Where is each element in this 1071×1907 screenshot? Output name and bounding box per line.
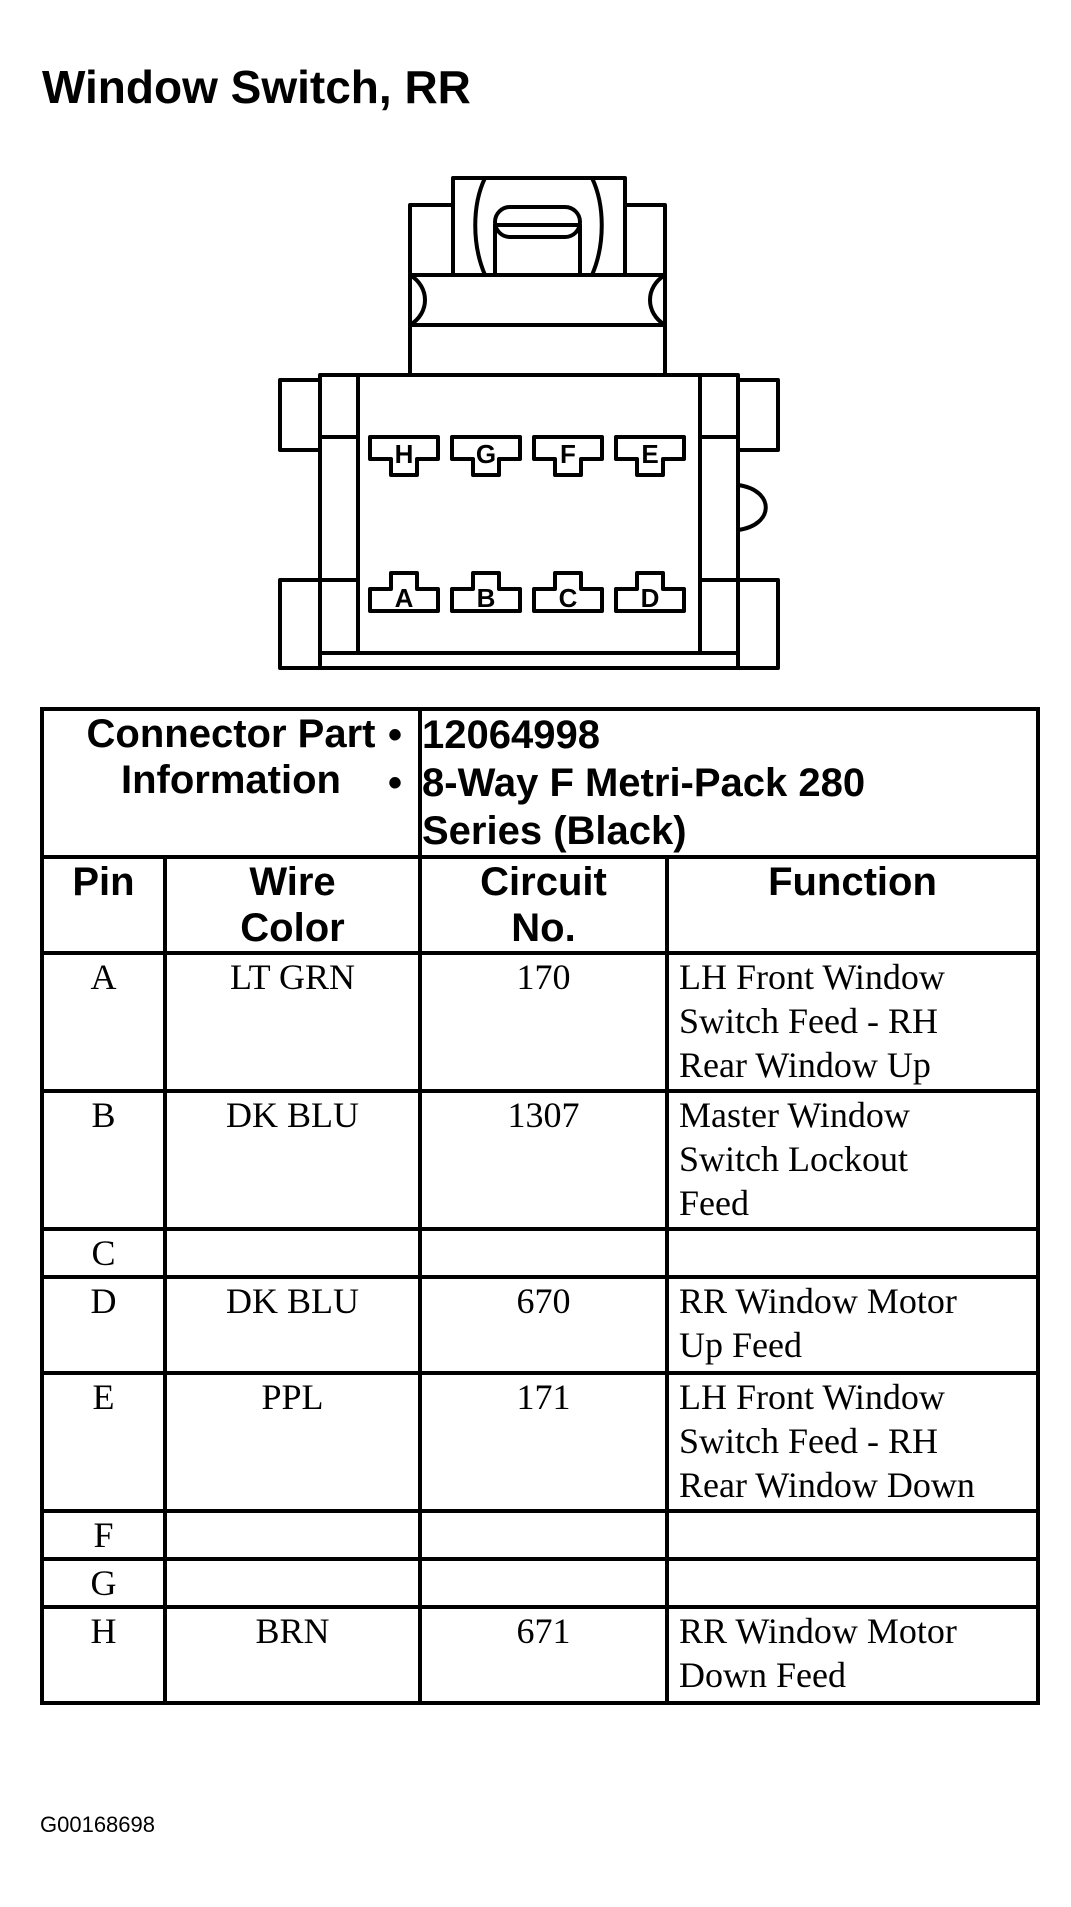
col-header-wire-color: Wire Color <box>163 855 422 955</box>
pin-cell: F <box>40 1509 167 1561</box>
part-info-label-line1: Connector Part <box>86 712 376 756</box>
col-header-pin: Pin <box>40 855 167 955</box>
circuit-cell: 171 <box>418 1371 669 1513</box>
bottom-cavity-row <box>368 571 686 613</box>
wire-color-cell: PPL <box>163 1371 422 1513</box>
part-number: 12064998 <box>388 711 1036 759</box>
function-cell: LH Front Window Switch Feed - RH Rear Wi… <box>665 1371 1040 1513</box>
connector-face-drawing: H G F E A B C D <box>278 176 780 670</box>
keying-notch <box>737 483 768 532</box>
left-upper-ear <box>278 378 322 452</box>
cavity-label-e: E <box>641 439 658 469</box>
col-header-function: Function <box>665 855 1040 955</box>
col-header-circuit-line2: No. <box>511 906 576 950</box>
table-row: G <box>40 1557 1040 1609</box>
part-description-line1: 8-Way F Metri-Pack 280 <box>388 759 1036 807</box>
function-line: Rear Window Up <box>679 1045 931 1085</box>
circuit-cell: 671 <box>418 1605 669 1705</box>
connector-info-table: Connector Part Information 12064998 8-Wa… <box>40 707 1040 1705</box>
function-cell: RR Window Motor Down Feed <box>665 1605 1040 1705</box>
wire-color-cell <box>163 1557 422 1609</box>
left-lower-ear <box>278 578 322 670</box>
function-line: Switch Feed - RH <box>679 1421 938 1461</box>
function-cell: Master Window Switch Lockout Feed <box>665 1089 1040 1231</box>
function-line: Switch Lockout <box>679 1139 908 1179</box>
connector-diagram: H G F E A B C D <box>270 175 810 675</box>
circuit-cell <box>418 1557 669 1609</box>
table-row: B DK BLU 1307 Master Window Switch Locko… <box>40 1089 1040 1231</box>
function-cell: RR Window Motor Up Feed <box>665 1275 1040 1375</box>
col-header-wire-line2: Color <box>240 906 345 950</box>
latch-slot <box>493 205 582 239</box>
pin-cell: E <box>40 1371 167 1513</box>
cavity-label-b: B <box>477 583 496 613</box>
pin-cell: B <box>40 1089 167 1231</box>
table-row: H BRN 671 RR Window Motor Down Feed <box>40 1605 1040 1705</box>
part-info-row: Connector Part Information 12064998 8-Wa… <box>40 707 1040 859</box>
part-info-values: 12064998 8-Way F Metri-Pack 280 Series (… <box>388 707 1040 859</box>
function-line: LH Front Window <box>679 957 945 997</box>
function-line: LH Front Window <box>679 1377 945 1417</box>
pin-cell: G <box>40 1557 167 1609</box>
wire-color-cell <box>163 1227 422 1279</box>
wire-color-cell <box>163 1509 422 1561</box>
pin-cell: C <box>40 1227 167 1279</box>
table-row: F <box>40 1509 1040 1561</box>
col-header-circuit-line1: Circuit <box>480 860 607 904</box>
function-line: Feed <box>679 1183 749 1223</box>
page-title: Window Switch, RR <box>42 61 471 113</box>
right-lower-ear <box>736 578 780 670</box>
col-header-function-text: Function <box>768 860 937 904</box>
wire-color-cell: BRN <box>163 1605 422 1705</box>
wire-color-cell: DK BLU <box>163 1089 422 1231</box>
top-cavity-row <box>368 435 686 477</box>
part-description-line2: Series (Black) <box>422 809 687 853</box>
function-line: RR Window Motor <box>679 1281 957 1321</box>
function-line: Up Feed <box>679 1325 802 1365</box>
cavity-label-g: G <box>476 439 496 469</box>
circuit-cell: 1307 <box>418 1089 669 1231</box>
function-line: RR Window Motor <box>679 1611 957 1651</box>
function-line: Switch Feed - RH <box>679 1001 938 1041</box>
cavity-label-d: D <box>641 583 660 613</box>
connector-body <box>318 373 740 670</box>
cavity-label-a: A <box>395 583 414 613</box>
cavity-label-f: F <box>560 439 576 469</box>
col-header-circuit-no: Circuit No. <box>418 855 669 955</box>
circuit-cell <box>418 1227 669 1279</box>
cavity-label-c: C <box>559 583 578 613</box>
function-line: Master Window <box>679 1095 910 1135</box>
circuit-cell: 170 <box>418 951 669 1093</box>
figure-code: G00168698 <box>40 1812 155 1837</box>
function-line: Down Feed <box>679 1655 846 1695</box>
part-info-label: Connector Part Information <box>40 707 422 859</box>
wire-color-cell: LT GRN <box>163 951 422 1093</box>
table-row: C <box>40 1227 1040 1279</box>
function-cell: LH Front Window Switch Feed - RH Rear Wi… <box>665 951 1040 1093</box>
pin-cell: D <box>40 1275 167 1375</box>
latch-band <box>408 273 667 327</box>
column-header-row: Pin Wire Color Circuit No. Function <box>40 855 1040 955</box>
part-info-label-line2: Information <box>121 758 341 802</box>
latch-housing <box>408 176 667 375</box>
function-cell <box>665 1227 1040 1279</box>
pin-cell: A <box>40 951 167 1093</box>
circuit-cell <box>418 1509 669 1561</box>
table-row: D DK BLU 670 RR Window Motor Up Feed <box>40 1275 1040 1375</box>
function-cell <box>665 1557 1040 1609</box>
right-upper-ear <box>736 378 780 452</box>
table-row: E PPL 171 LH Front Window Switch Feed - … <box>40 1371 1040 1513</box>
function-line: Rear Window Down <box>679 1465 975 1505</box>
function-cell <box>665 1509 1040 1561</box>
pin-cell: H <box>40 1605 167 1705</box>
table-row: A LT GRN 170 LH Front Window Switch Feed… <box>40 951 1040 1093</box>
wire-color-cell: DK BLU <box>163 1275 422 1375</box>
circuit-cell: 670 <box>418 1275 669 1375</box>
col-header-pin-text: Pin <box>72 860 135 904</box>
cavity-label-h: H <box>395 439 414 469</box>
col-header-wire-line1: Wire <box>249 860 336 904</box>
